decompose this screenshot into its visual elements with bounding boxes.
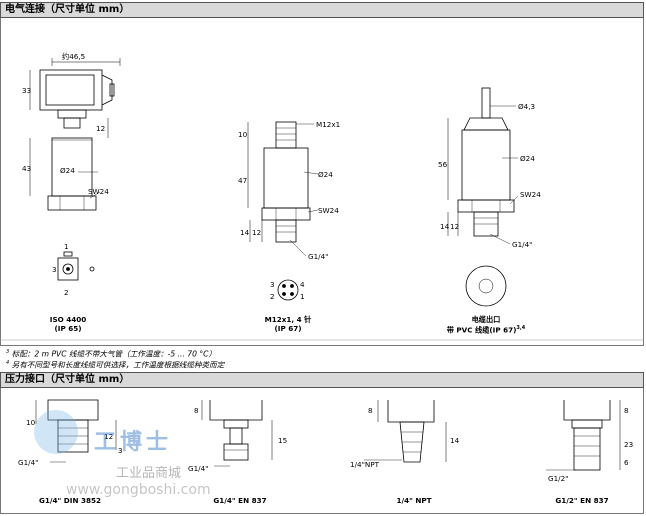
iso-pin1-label: 1 — [64, 242, 69, 251]
port3-d2-label: 14 — [450, 436, 460, 445]
iso-gap-label: 12 — [96, 124, 106, 133]
note-4: 4 另有不同型号和长度线缆可供选择，工作温度根据线缆种类而定 — [6, 360, 225, 370]
port4-thread-label: G1/2" — [548, 474, 569, 483]
cable-dia24-label: Ø24 — [520, 154, 535, 163]
iso-caption-2: (IP 65) — [54, 324, 82, 333]
port2-d2-label: 15 — [278, 436, 288, 445]
section-electrical-title: 电气连接（尺寸单位 mm） — [5, 4, 130, 15]
watermark-url: www.gongboshi.com — [66, 482, 211, 498]
section-ports-title: 压力接口（尺寸单位 mm） — [5, 374, 130, 385]
m12-pin2-label: 2 — [270, 292, 275, 301]
m12-pin3-label: 3 — [270, 280, 275, 289]
note-3: 3 标配：2 m PVC 线缆不带大气管（工作温度：-5 ... 70 °C） — [6, 349, 217, 359]
port4-d1-label: 8 — [624, 406, 629, 415]
port-drawing-1 — [35, 399, 117, 463]
watermark-site: 工业品商城 — [116, 466, 182, 481]
port3-d1-label: 8 — [368, 406, 373, 415]
port4-d3-label: 6 — [624, 458, 629, 467]
m12-caption-2: (IP 67) — [274, 324, 302, 333]
port4-caption: G1/2" EN 837 — [555, 496, 609, 505]
m12-pin4-label: 4 — [300, 280, 305, 289]
port2-thread-label: G1/4" — [188, 464, 209, 473]
iso-pin3-label: 3 — [52, 265, 57, 274]
port3-thread-label: 1/4"NPT — [350, 460, 379, 469]
cable-caption-1: 电缆出口 — [471, 315, 501, 324]
cable-port-label: G1/4" — [512, 240, 533, 249]
port-drawing-4 — [546, 400, 621, 471]
cable-dia-label: Ø4,3 — [518, 102, 536, 111]
m12-thread-label: M12x1 — [316, 120, 341, 129]
iso-sw-label: SW24 — [88, 187, 109, 196]
iso4400-drawing — [29, 58, 121, 281]
port3-caption: 1/4" NPT — [396, 496, 432, 505]
m12-sw-label: SW24 — [318, 206, 339, 215]
cable-drawing — [447, 87, 519, 307]
section-electrical-header: 电气连接（尺寸单位 mm） — [0, 2, 644, 18]
port1-d3-label: 3 — [118, 446, 123, 455]
m12-top-label: 10 — [238, 130, 248, 139]
m12-d12-label: 12 — [252, 228, 262, 237]
m12-pin1-label: 1 — [300, 292, 305, 301]
cable-body-label: 56 — [438, 160, 448, 169]
port-drawing-3 — [364, 400, 447, 463]
watermark-mascot-icon — [34, 410, 78, 454]
port-drawing-2 — [201, 400, 273, 467]
cable-caption-2: 带 PVC 线缆(IP 67)3,4 — [446, 325, 526, 335]
iso-top-width-label: 约46,5 — [62, 52, 86, 61]
electrical-panel — [0, 18, 644, 346]
m12-d14-label: 14 — [240, 228, 250, 237]
iso-pin2-label: 2 — [64, 288, 69, 297]
m12-drawing — [247, 121, 319, 301]
m12-body-label: 47 — [238, 176, 248, 185]
port2-caption: G1/4" EN 837 — [213, 496, 267, 505]
iso-caption-1: ISO 4400 — [49, 315, 87, 324]
port2-d1-label: 8 — [194, 406, 199, 415]
port1-d1-label: 10 — [26, 418, 36, 427]
m12-port-label: G1/4" — [308, 252, 329, 261]
port1-caption: G1/4" DIN 3852 — [39, 496, 101, 505]
iso-height-label: 33 — [22, 86, 32, 95]
port1-d2-label: 12 — [104, 432, 114, 441]
watermark-brand: 工博士 — [94, 430, 173, 455]
cable-d12-label: 12 — [450, 222, 460, 231]
iso-dia-label: Ø24 — [60, 166, 75, 175]
ports-panel — [0, 388, 644, 514]
m12-dia-label: Ø24 — [318, 170, 333, 179]
section-ports-header: 压力接口（尺寸单位 mm） — [0, 372, 644, 388]
cable-sw-label: SW24 — [520, 190, 541, 199]
port1-thread-label: G1/4" — [18, 458, 39, 467]
m12-caption-1: M12x1, 4 针 — [264, 315, 312, 324]
cable-d14-label: 14 — [440, 222, 450, 231]
port4-d2-label: 23 — [624, 440, 634, 449]
iso-body-label: 43 — [22, 164, 32, 173]
